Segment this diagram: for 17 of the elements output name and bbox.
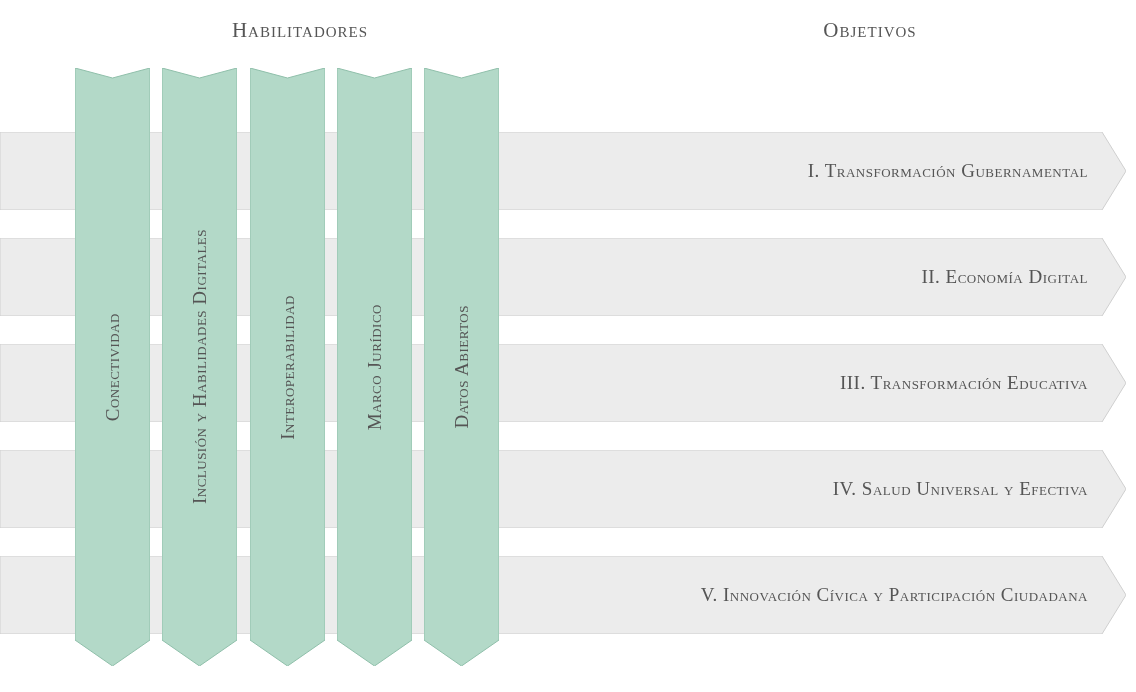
- banner-label: II. Economía Digital: [921, 266, 1088, 288]
- column-heading: Objetivos: [822, 18, 918, 43]
- down-arrow-banner: [337, 68, 412, 666]
- column-heading: Habilitadores: [230, 18, 370, 43]
- down-arrow-banner: [250, 68, 325, 666]
- down-arrow-banner: [75, 68, 150, 666]
- banner-label: Marco Jurídico: [363, 303, 386, 431]
- banner-label: V. Innovación Cívica y Participación Ciudadana: [700, 584, 1088, 606]
- banner-label: Datos Abiertos: [450, 305, 473, 429]
- down-arrow-banner: [424, 68, 499, 666]
- banner-label: III. Transformación Educativa: [839, 372, 1088, 394]
- banner-label: I. Transformación Gubernamental: [807, 160, 1088, 182]
- banner-label: IV. Salud Universal y Efectiva: [832, 478, 1088, 500]
- down-arrow-banner: [162, 68, 237, 666]
- banner-label: Interoperabilidad: [276, 294, 299, 440]
- banner-label: Conectividad: [101, 312, 124, 422]
- banner-label: Inclusión y Habilidades Digitales: [188, 229, 211, 505]
